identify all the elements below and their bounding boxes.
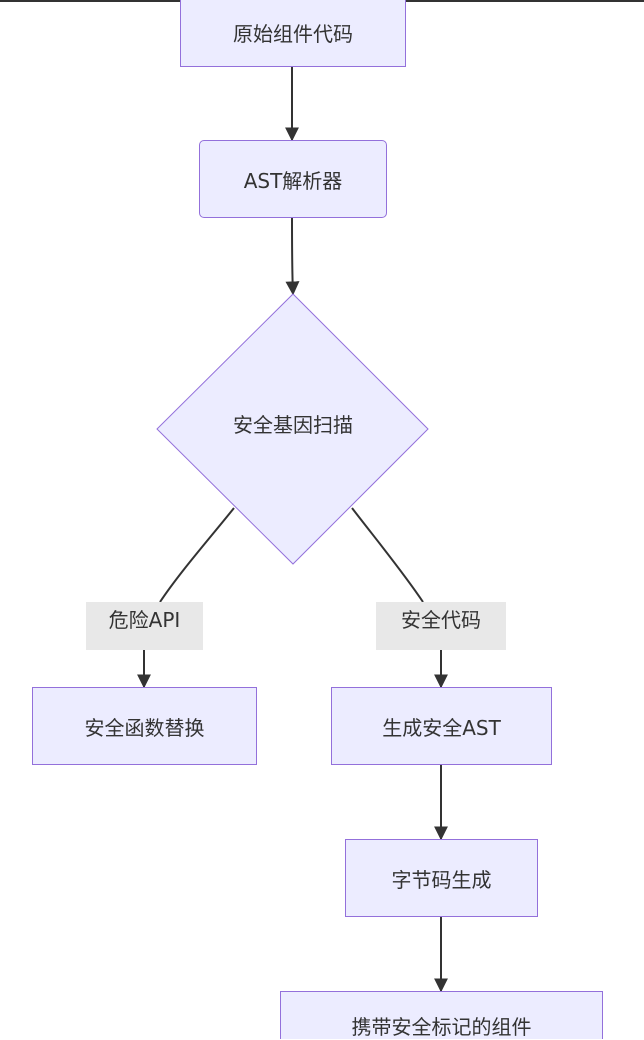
node-security-scan-label: 安全基因扫描: [233, 412, 353, 437]
node-component-with-security-marker-label: 携带安全标记的组件: [351, 1015, 532, 1039]
node-generate-safe-ast: 生成安全AST: [331, 687, 552, 765]
node-safe-function-replace-label: 安全函数替换: [84, 715, 205, 740]
node-source-code: 原始组件代码: [180, 0, 406, 67]
scan-decision-diamond: [156, 293, 429, 565]
node-bytecode-generation: 字节码生成: [345, 839, 538, 917]
node-safe-function-replace: 安全函数替换: [32, 687, 257, 765]
node-security-scan-label-box: 安全基因扫描: [193, 409, 393, 437]
edge-parser-to-scan: [285, 217, 300, 296]
edge-label-dangerous-api-text: 危险API: [108, 607, 181, 632]
edge-label-dangerous-api: 危险API: [86, 602, 203, 650]
edge-label-safe-code: 安全代码: [376, 602, 506, 650]
node-ast-parser: AST解析器: [199, 140, 387, 218]
node-ast-parser-label: AST解析器: [243, 168, 343, 193]
node-component-with-security-marker: 携带安全标记的组件: [280, 991, 603, 1039]
node-source-code-label: 原始组件代码: [233, 21, 353, 46]
node-generate-safe-ast-label: 生成安全AST: [382, 715, 501, 740]
edge-label-safe-code-text: 安全代码: [401, 607, 481, 632]
edge-scan-to-danger-label: [159, 507, 235, 603]
edge-scan-to-safe-label: [351, 507, 424, 603]
node-bytecode-generation-label: 字节码生成: [391, 867, 492, 892]
